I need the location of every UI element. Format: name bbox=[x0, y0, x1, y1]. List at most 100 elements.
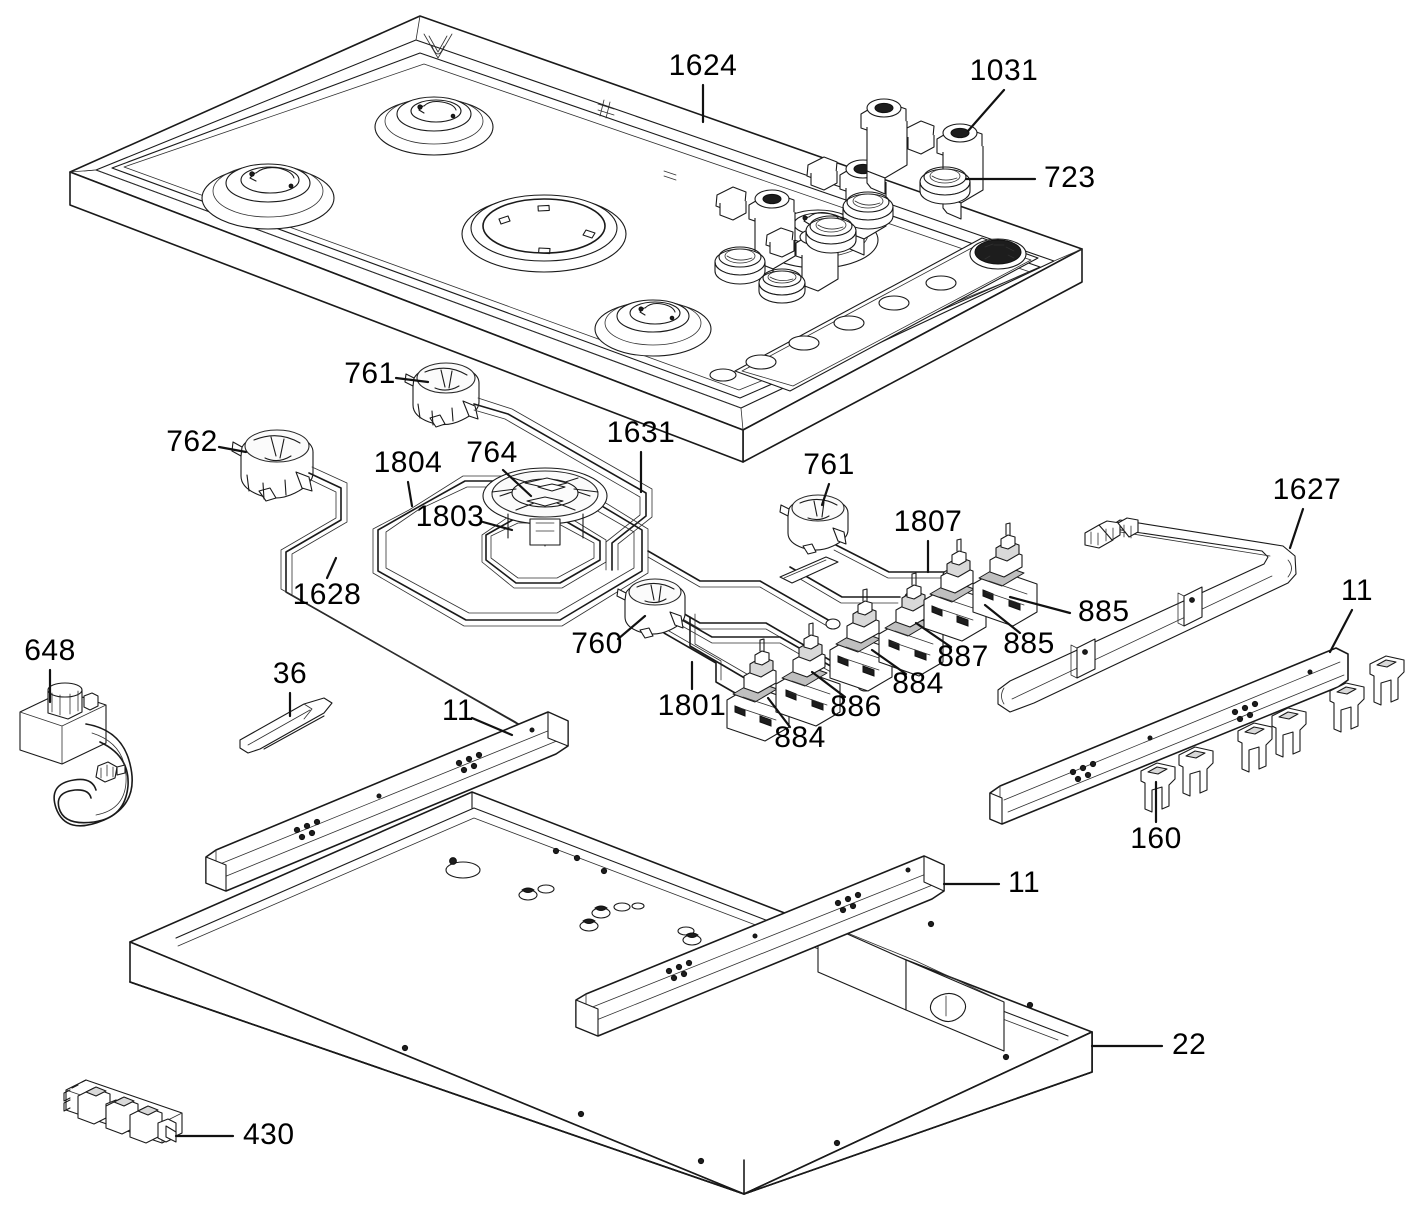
gas-valve-double-right bbox=[972, 522, 1038, 627]
part-burner-head-medium bbox=[231, 429, 314, 502]
callout-label-1804: 1804 bbox=[374, 446, 443, 479]
gas-valve-double-right bbox=[923, 538, 987, 642]
callout-gas-tube-main: 1631 bbox=[607, 416, 676, 494]
callout-gas-valve-double-right: 885 bbox=[983, 603, 1055, 660]
callout-ignition-switch-block: 430 bbox=[174, 1118, 294, 1151]
callout-label-1807: 1807 bbox=[894, 505, 963, 538]
callout-leader-line bbox=[983, 603, 1022, 635]
base-pan-holes bbox=[401, 847, 1034, 1165]
burner-opening-front bbox=[594, 299, 712, 357]
part-support-rail-left bbox=[205, 711, 569, 892]
callout-burner-head-small: 761 bbox=[803, 448, 855, 507]
callout-burner-seal-ring: 723 bbox=[964, 161, 1096, 194]
callout-leader-line bbox=[470, 716, 514, 737]
callout-leader-line bbox=[1008, 595, 1072, 615]
burner-opening-center bbox=[461, 194, 627, 273]
callout-pressure-regulator: 648 bbox=[24, 634, 76, 704]
gas-valve-double-mid bbox=[878, 572, 944, 677]
callout-gas-valve-single: 884 bbox=[870, 648, 943, 700]
rail-dimples bbox=[665, 867, 911, 982]
callout-label-1631: 1631 bbox=[607, 416, 676, 449]
callout-label-761: 761 bbox=[803, 448, 855, 481]
burner-seal-ring bbox=[842, 191, 894, 230]
callout-burner-head-medium: 762 bbox=[166, 425, 248, 458]
part-burner-head-large bbox=[616, 578, 686, 639]
rail-dimples bbox=[1069, 669, 1313, 783]
callout-leader-line bbox=[966, 88, 1006, 133]
callout-base-pan: 22 bbox=[1090, 1028, 1206, 1061]
callout-label-1031: 1031 bbox=[970, 54, 1039, 87]
part-burner-head-small-right bbox=[779, 494, 849, 555]
callout-label-1624: 1624 bbox=[669, 49, 738, 82]
burner-seal-ring bbox=[758, 268, 806, 304]
gas-tube-left-branch bbox=[280, 466, 525, 729]
callout-label-887: 887 bbox=[937, 640, 989, 673]
control-panel-recess bbox=[709, 237, 1039, 392]
burner-opening-rear-left bbox=[374, 96, 494, 156]
callout-label-885: 885 bbox=[1003, 627, 1055, 660]
callout-label-1803: 1803 bbox=[416, 500, 485, 533]
callout-gas-valve-double-right: 885 bbox=[1008, 595, 1130, 628]
callout-cooktop-main-panel: 1624 bbox=[669, 49, 738, 124]
callout-label-1801: 1801 bbox=[658, 689, 727, 722]
part-gas-valve-pair-left bbox=[726, 622, 841, 742]
part-mounting-bracket-clip bbox=[239, 697, 333, 754]
callout-label-22: 22 bbox=[1172, 1028, 1206, 1061]
callout-label-160: 160 bbox=[1130, 822, 1182, 855]
burner-seal-ring bbox=[919, 166, 971, 205]
tube-saddle-clip bbox=[1178, 746, 1214, 797]
callout-wok-burner-assembly: 764 bbox=[466, 436, 533, 498]
part-wok-burner-assembly bbox=[482, 467, 608, 547]
callout-label-764: 764 bbox=[466, 436, 518, 469]
callout-tube-saddle-clip: 160 bbox=[1130, 780, 1182, 855]
callout-label-723: 723 bbox=[1044, 161, 1096, 194]
callout-label-761: 761 bbox=[344, 357, 396, 390]
part-burner-head-small-left bbox=[404, 362, 480, 428]
callout-support-rail-left: 11 bbox=[442, 694, 514, 737]
callout-gas-valve-single: 884 bbox=[766, 696, 825, 754]
callout-label-11: 11 bbox=[442, 694, 474, 727]
part-ignition-switch-block bbox=[63, 1079, 183, 1144]
callout-label-762: 762 bbox=[166, 425, 218, 458]
burner-seal-ring bbox=[805, 215, 857, 254]
tube-saddle-clip bbox=[1237, 722, 1273, 773]
burner-opening-left bbox=[201, 163, 335, 230]
callout-label-11: 11 bbox=[1341, 574, 1373, 607]
callout-label-760: 760 bbox=[571, 627, 623, 660]
gas-valve-single bbox=[726, 638, 790, 742]
callout-gas-tube-short-right: 1807 bbox=[894, 505, 963, 574]
callout-leader-line bbox=[870, 648, 908, 676]
callout-label-885: 885 bbox=[1078, 595, 1130, 628]
tube-saddle-clip bbox=[1271, 707, 1307, 758]
manifold-coupling bbox=[1084, 517, 1139, 549]
callout-leader-line bbox=[820, 482, 831, 507]
callout-leader-line bbox=[394, 376, 430, 384]
tube-saddle-clip bbox=[1369, 655, 1405, 706]
callout-gas-supply-manifold-pipe: 1627 bbox=[1273, 473, 1341, 550]
callout-leader-line bbox=[481, 520, 514, 532]
part-cooktop-main-panel bbox=[69, 15, 1083, 463]
gas-valve-double-left bbox=[775, 622, 841, 727]
callout-leader-line bbox=[810, 670, 847, 699]
base-pan-inlet-housing bbox=[817, 920, 1005, 1052]
callout-gas-valve-double-left: 886 bbox=[810, 670, 882, 723]
callout-label-886: 886 bbox=[830, 690, 882, 723]
part-gas-valve-pair-mid bbox=[829, 572, 944, 692]
callout-label-11: 11 bbox=[1008, 866, 1040, 899]
callout-leader-line bbox=[766, 696, 792, 729]
callout-label-648: 648 bbox=[24, 634, 76, 667]
callout-mounting-bracket-clip: 36 bbox=[273, 657, 307, 718]
burner-orifice-holder bbox=[860, 98, 908, 195]
callout-layer: 1624 1031 723 761 762 1631 1804 764 1803 1628 761 1… bbox=[24, 49, 1373, 1151]
callout-gas-valve-double-mid: 887 bbox=[914, 621, 989, 673]
tube-saddle-clip bbox=[1140, 762, 1176, 813]
part-support-rail-cross bbox=[575, 855, 945, 1037]
callout-leader-line bbox=[1288, 507, 1305, 550]
part-burner-seal-ring-group bbox=[714, 166, 971, 304]
callout-label-1628: 1628 bbox=[293, 578, 362, 611]
callout-gas-tube-loop-outer: 1804 bbox=[374, 446, 443, 508]
burner-seal-ring bbox=[714, 246, 766, 285]
part-gas-supply-manifold-pipe bbox=[997, 517, 1297, 713]
callout-leader-line bbox=[217, 445, 248, 454]
part-support-rail-right bbox=[989, 647, 1405, 825]
